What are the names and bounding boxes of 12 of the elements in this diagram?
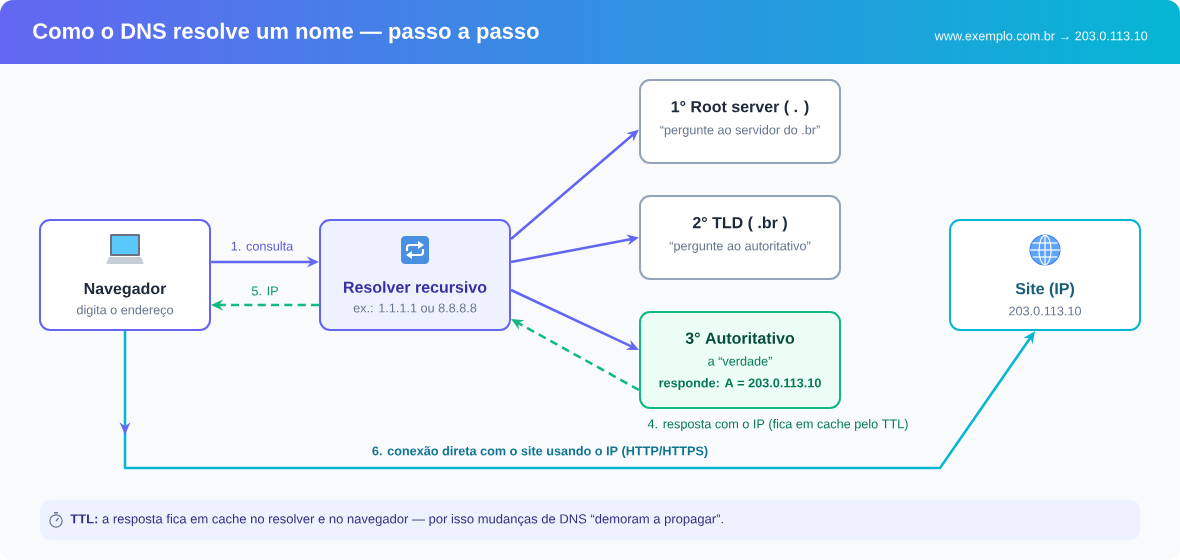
title: Como o DNS resolve um nome — passo a passo	[33, 22, 539, 44]
edge-label: 6. conexão direta com o site usando o IP (HTTP/HTTPS)	[369, 444, 711, 460]
server-box: 3° Autoritativo a “verdade” responde: A = 203.0.113.10	[639, 311, 841, 409]
note-panel: TTL: a resposta fica em cache no resolver e no navegador — por isso mudanças de DNS “demoram a propagar”.	[40, 500, 1140, 540]
process-box: Resolver recursivo ex.: 1.1.1.1 ou 8.8.8.8	[319, 219, 511, 331]
edge-label: 1. consulta	[228, 239, 296, 253]
header-label: www.exemplo.com.br → 203.0.113.10	[934, 31, 1148, 43]
server-box: 2° TLD ( .br ) “pergunte ao autoritativo”	[639, 195, 841, 280]
server-box: 1° Root server ( . ) “pergunte ao servidor do .br”	[639, 79, 841, 164]
edge-label: 4. resposta com o IP (fica em cache pelo TTL)	[645, 417, 911, 433]
process-box: Site (IP) 203.0.113.10	[949, 219, 1141, 331]
process-box: Navegador digita o endereço	[39, 219, 211, 331]
